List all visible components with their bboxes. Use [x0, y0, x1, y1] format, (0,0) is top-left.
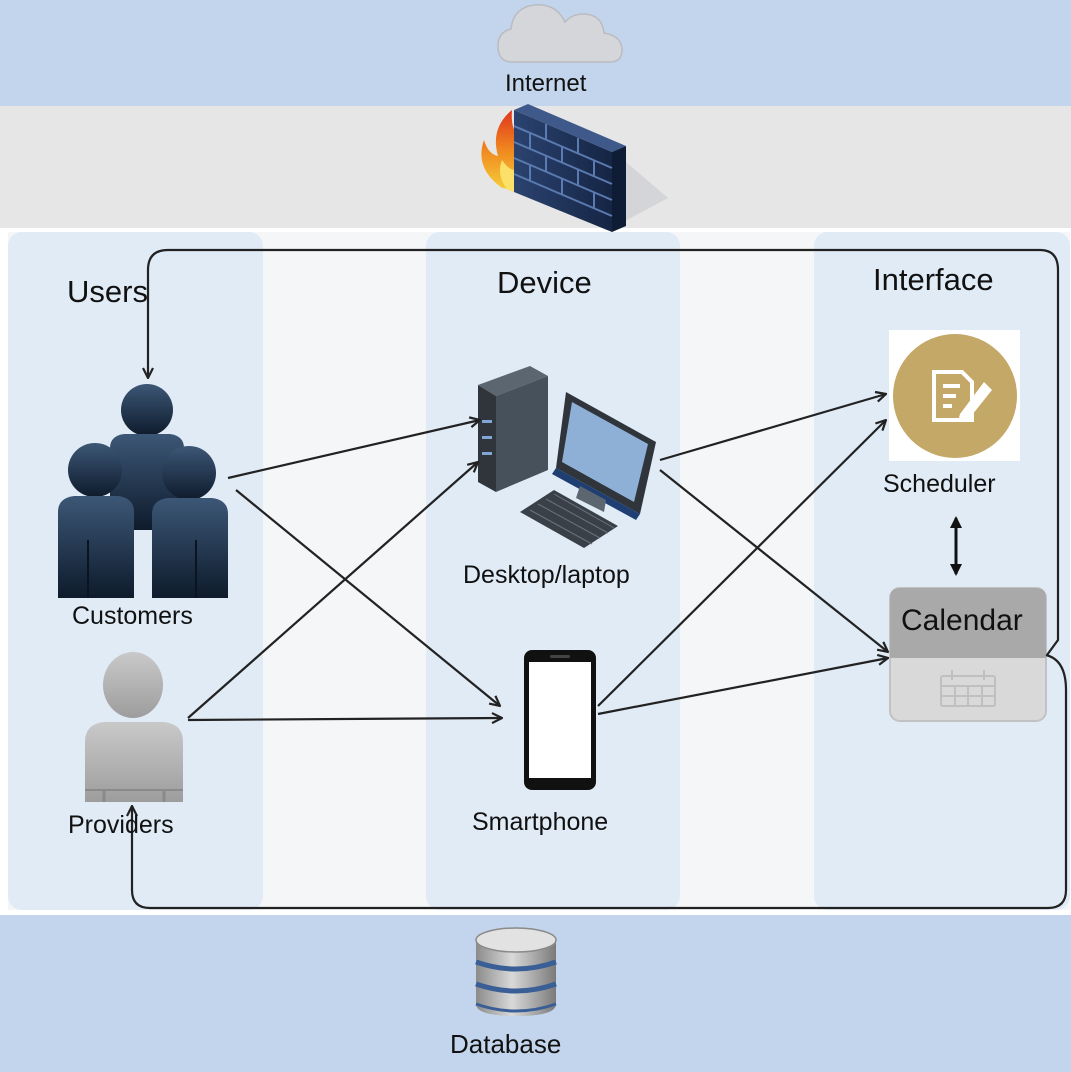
desktop-computer-icon [478, 366, 656, 548]
database-icon [475, 927, 557, 1016]
desktop-to-calendar-arrow [659, 469, 888, 652]
smartphone-to-calendar-arrow [597, 658, 888, 716]
person-icon [85, 652, 183, 802]
calendar-label: Calendar [901, 604, 1023, 637]
desktop-to-scheduler-arrow [659, 394, 886, 462]
smartphone-label: Smartphone [472, 808, 609, 836]
providers-to-smartphone-arrow [187, 718, 502, 720]
loop-top-connector [148, 248, 1060, 656]
loop-bottom-connector [132, 653, 1068, 910]
internet-label: Internet [505, 70, 587, 97]
device-column-title: Device [497, 265, 592, 300]
scheduler-icon [889, 330, 1020, 461]
desktop-label: Desktop/laptop [463, 561, 630, 589]
providers-to-desktop-arrow [187, 462, 478, 719]
users-column-title: Users [67, 274, 148, 309]
smartphone-to-scheduler-arrow [597, 420, 886, 707]
cloud-icon [497, 4, 623, 63]
database-label: Database [450, 1029, 562, 1059]
scheduler-label: Scheduler [883, 470, 996, 498]
customers-to-smartphone-arrow [235, 489, 500, 706]
customers-to-desktop-arrow [227, 420, 480, 480]
connections [132, 248, 1068, 910]
smartphone-icon [524, 650, 596, 790]
providers-label: Providers [68, 811, 174, 839]
firewall-icon [481, 104, 668, 232]
interface-column-title: Interface [873, 262, 994, 297]
customers-label: Customers [72, 602, 193, 630]
device-column [426, 232, 680, 910]
users-group-icon [58, 384, 228, 598]
calendar-icon [889, 587, 1047, 722]
